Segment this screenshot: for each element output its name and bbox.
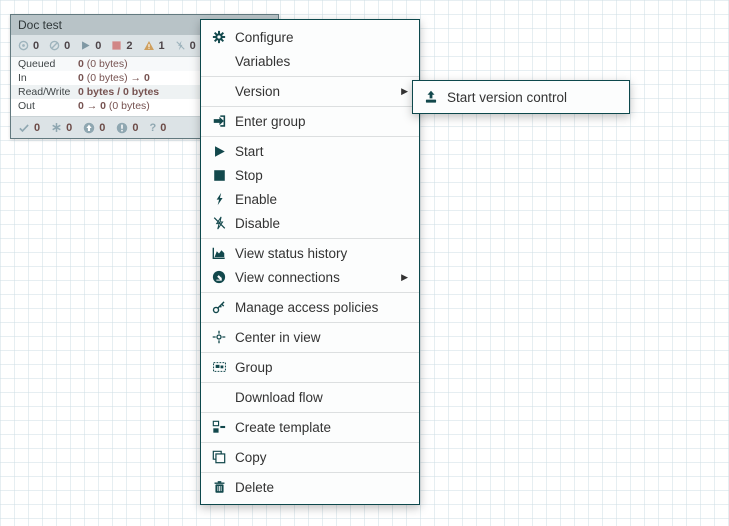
stopped-icon — [111, 40, 122, 51]
menu-item-start-version-control[interactable]: Start version control — [413, 85, 629, 109]
submenu-arrow-icon: ▶ — [401, 85, 408, 96]
gear-icon — [211, 30, 227, 44]
menu-item-enter-group[interactable]: Enter group — [201, 109, 419, 133]
play-icon — [211, 145, 227, 158]
not-transmitting-icon — [49, 40, 60, 51]
menu-separator — [201, 135, 419, 137]
menu-item-delete[interactable]: Delete — [201, 475, 419, 499]
submenu-arrow-icon: ▶ — [401, 271, 408, 282]
menu-separator — [201, 381, 419, 383]
menu-item-configure[interactable]: Configure — [201, 25, 419, 49]
menu-separator — [201, 351, 419, 353]
bolt-icon — [211, 192, 227, 206]
locally-modified-count: 0 — [66, 121, 73, 134]
menu-item-create-template[interactable]: Create template — [201, 415, 419, 439]
stat-label: Read/Write — [18, 86, 71, 98]
question-icon: ? — [149, 121, 157, 134]
asterisk-icon — [51, 122, 62, 133]
invalid-icon — [143, 40, 155, 51]
menu-item-version[interactable]: Version ▶ — [235, 83, 408, 99]
circle-arrow-icon — [211, 270, 227, 284]
sync-failure-count: 0 — [160, 121, 167, 134]
menu-item-variables[interactable]: Variables — [235, 53, 291, 69]
stat-label: Out — [18, 100, 35, 112]
stat-row-in: In 0 (0 bytes) → 0 — [18, 72, 150, 84]
menu-separator — [201, 237, 419, 239]
transmitting-count: 0 — [33, 39, 40, 52]
stat-label: In — [18, 72, 27, 84]
running-count: 0 — [95, 39, 102, 52]
menu-item-center-in-view[interactable]: Center in view — [201, 325, 419, 349]
template-icon — [211, 420, 227, 434]
upload-icon — [423, 90, 439, 104]
menu-separator — [201, 411, 419, 413]
bolt-slash-icon — [211, 216, 227, 230]
arrow-circle-up-icon — [83, 122, 95, 134]
menu-item-copy[interactable]: Copy — [201, 445, 419, 469]
menu-separator — [201, 321, 419, 323]
trash-icon — [211, 480, 227, 494]
menu-item-stop[interactable]: Stop — [201, 163, 419, 187]
stopped-count: 2 — [126, 39, 133, 52]
locally-modified-stale-count: 0 — [132, 121, 139, 134]
up-to-date-count: 0 — [34, 121, 41, 134]
menu-item-view-status-history[interactable]: View status history — [201, 241, 419, 265]
menu-item-view-connections[interactable]: View connections ▶ — [201, 265, 419, 289]
crosshairs-icon — [211, 330, 227, 344]
menu-separator — [201, 75, 419, 77]
sign-in-icon — [211, 114, 227, 128]
menu-item-disable[interactable]: Disable — [201, 211, 419, 235]
object-group-icon — [211, 360, 227, 374]
menu-separator — [201, 441, 419, 443]
not-transmitting-count: 0 — [64, 39, 71, 52]
menu-item-group[interactable]: Group — [201, 355, 419, 379]
stop-icon — [211, 169, 227, 182]
menu-separator — [201, 105, 419, 107]
disabled-icon — [175, 40, 186, 51]
area-chart-icon — [211, 246, 227, 260]
check-icon — [18, 122, 30, 134]
running-icon — [80, 40, 91, 51]
version-submenu: Start version control — [412, 80, 630, 114]
stat-row-out: Out 0 → 0 (0 bytes) — [18, 100, 150, 112]
menu-separator — [201, 471, 419, 473]
invalid-count: 1 — [158, 39, 165, 52]
context-menu: Configure Variables Version ▶ Enter grou… — [200, 19, 420, 505]
menu-separator — [201, 291, 419, 293]
menu-item-enable[interactable]: Enable — [201, 187, 419, 211]
stale-count: 0 — [99, 121, 106, 134]
menu-item-manage-access-policies[interactable]: Manage access policies — [201, 295, 419, 319]
exclamation-circle-icon — [116, 122, 128, 134]
disabled-count: 0 — [189, 39, 196, 52]
stat-label: Queued — [18, 58, 56, 70]
menu-item-download-flow[interactable]: Download flow — [235, 389, 323, 405]
key-icon — [211, 300, 227, 314]
menu-item-start[interactable]: Start — [201, 139, 419, 163]
transmitting-icon — [18, 40, 29, 51]
copy-icon — [211, 450, 227, 464]
